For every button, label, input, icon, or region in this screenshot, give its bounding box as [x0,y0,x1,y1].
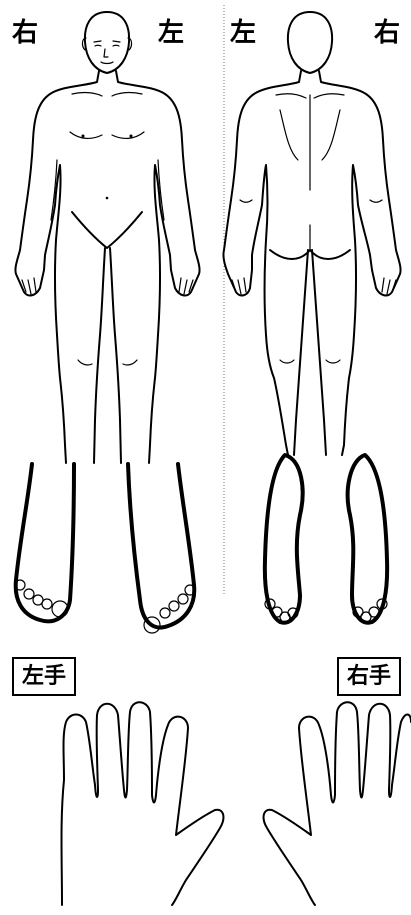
front-feet [15,464,195,633]
back-body-figure [223,12,400,455]
front-torso-outline [15,71,99,463]
right-hand-outline [264,702,411,905]
back-head [288,12,332,73]
left-hand-outline [62,702,224,905]
front-body-figure [15,12,199,463]
back-feet-soles [265,455,387,623]
